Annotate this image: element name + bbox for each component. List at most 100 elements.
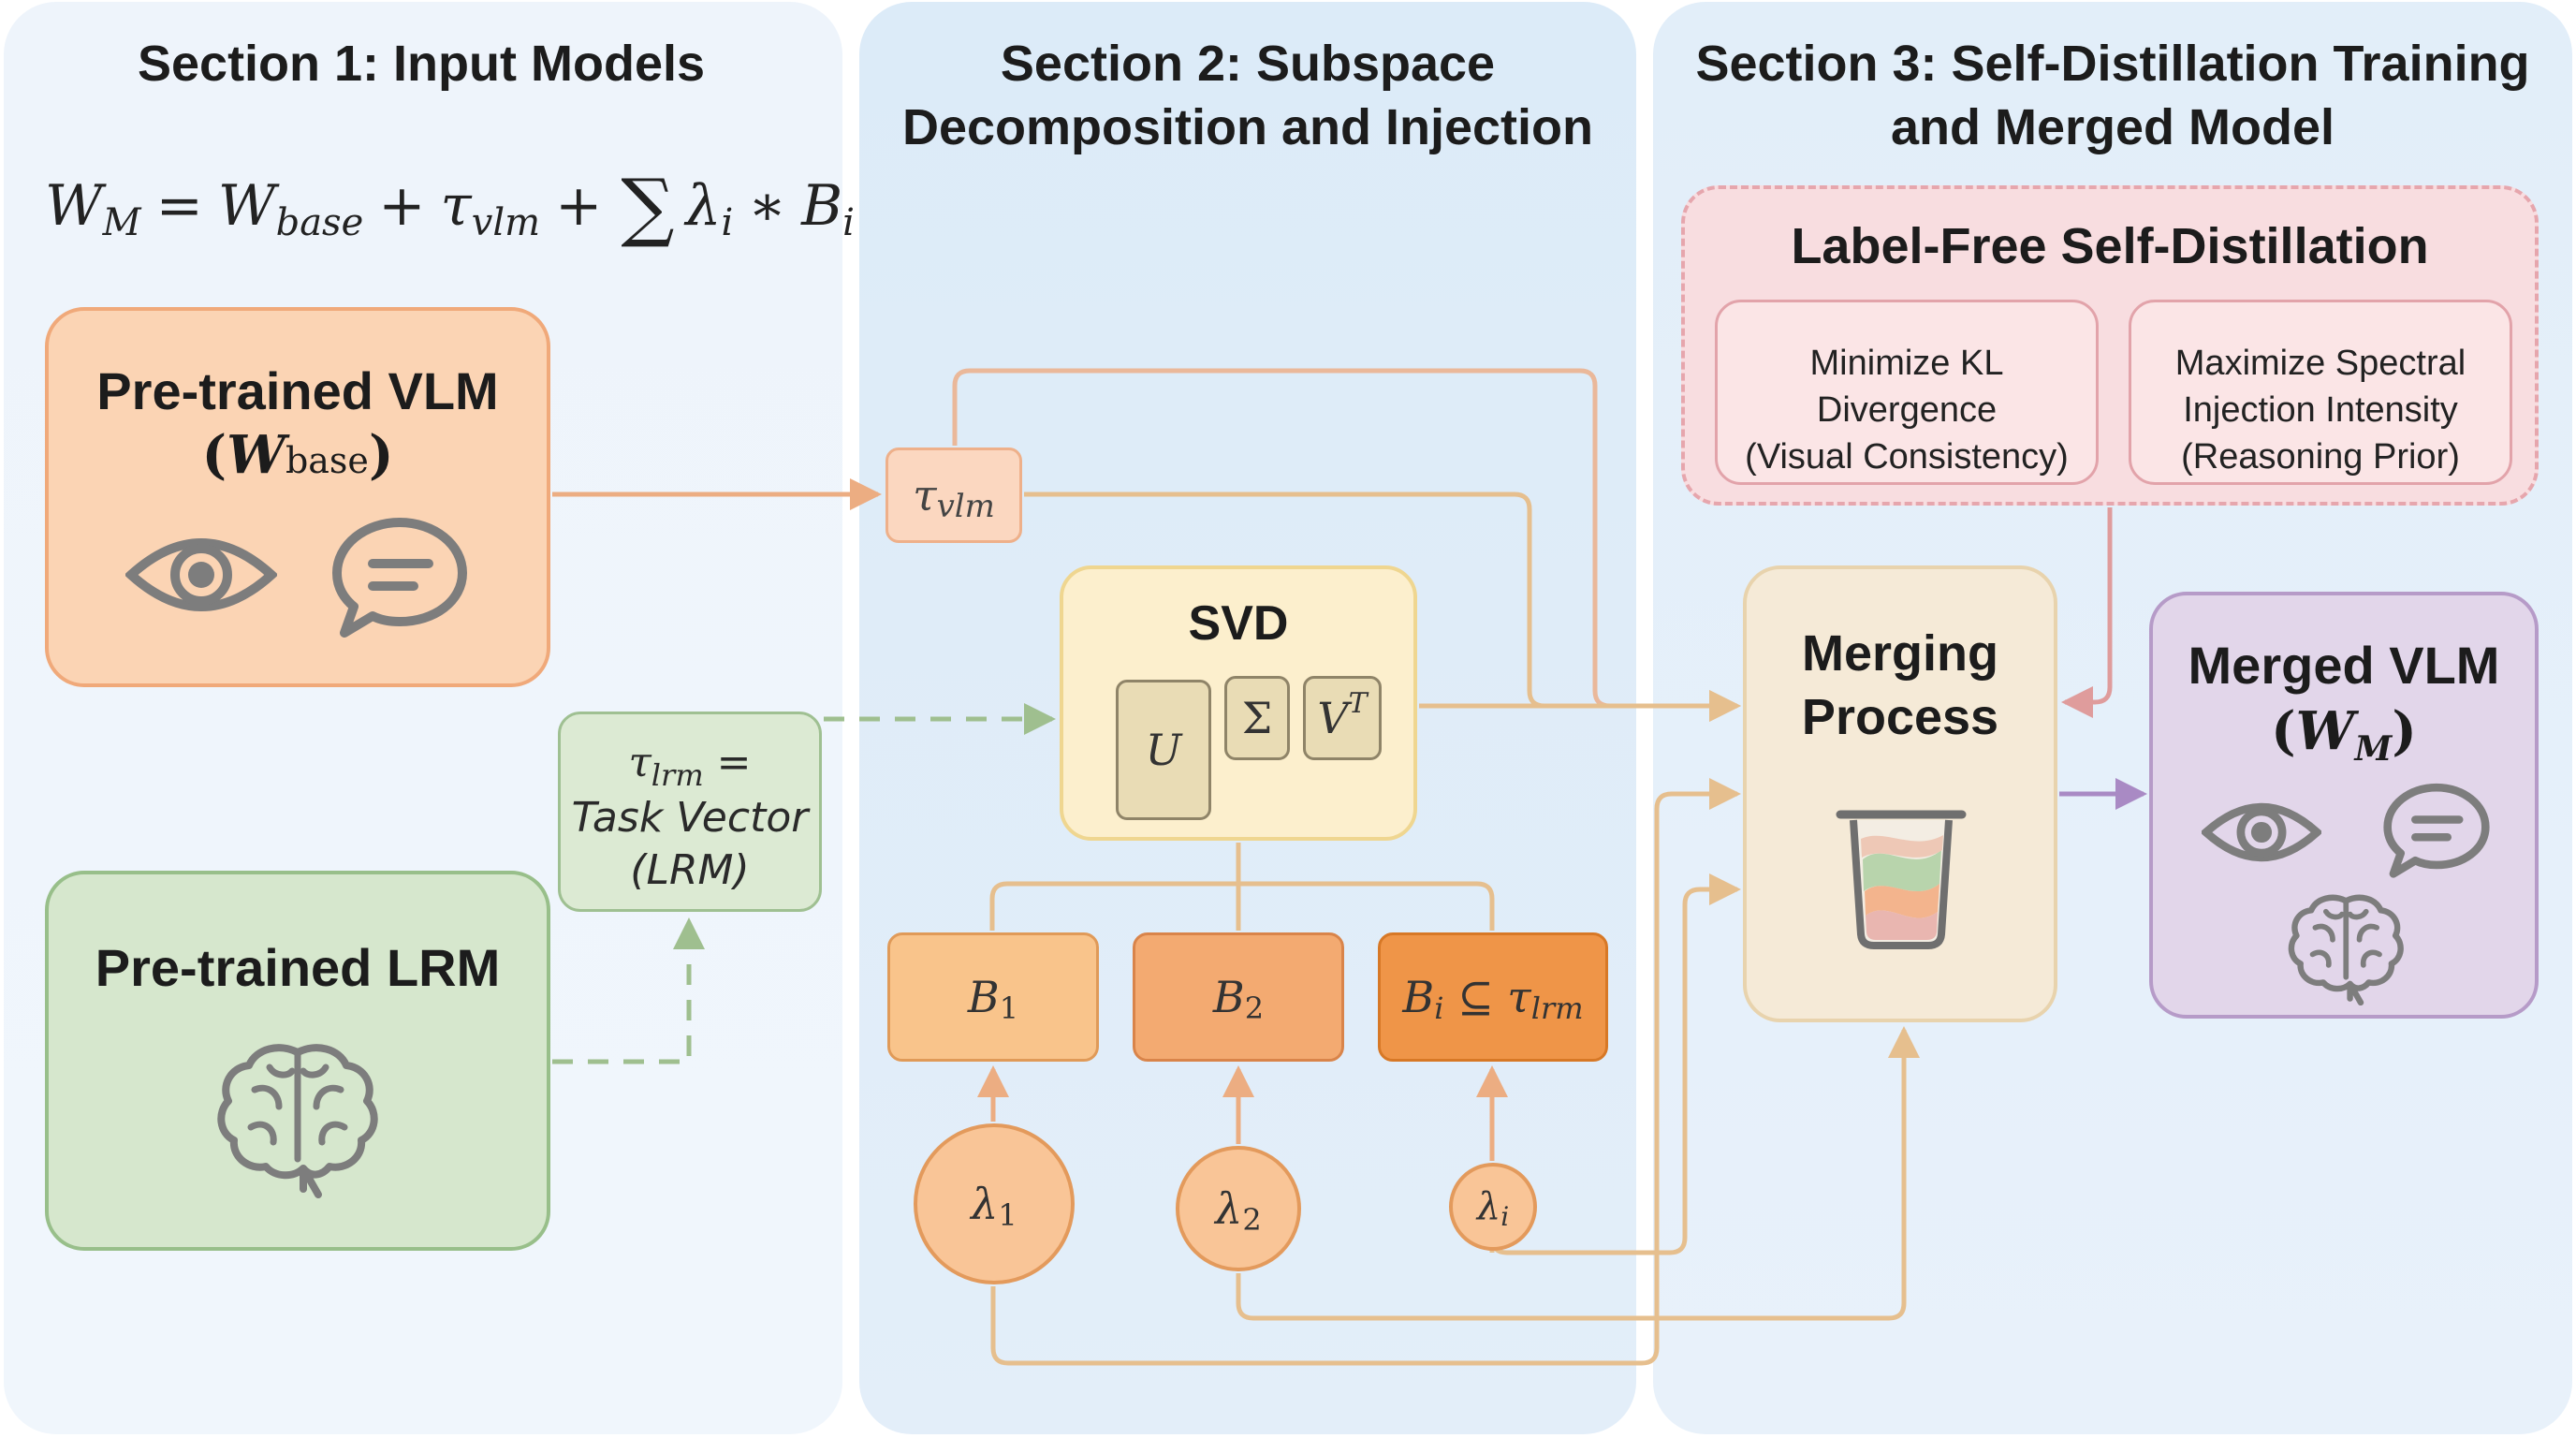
formula-plus-1: + (378, 173, 426, 239)
pretrained-vlm-box: Pre-trained VLM (Wbase) (45, 307, 550, 687)
formula-wbase-sub: base (275, 201, 364, 244)
section-1-title: Section 1: Input Models (137, 36, 706, 92)
speech-bubble-icon (2383, 783, 2490, 878)
vlm-param-close: ) (368, 424, 394, 486)
section-2-title: Section 2: Subspace Decomposition and In… (859, 32, 1636, 159)
spectral-line-3: (Reasoning Prior) (2181, 437, 2460, 477)
kl-line-2: Divergence (1816, 390, 1998, 430)
svd-sigma-matrix: Σ (1224, 676, 1290, 760)
pretrained-lrm-box: Pre-trained LRM (45, 871, 550, 1251)
formula-w-sub: M (102, 201, 141, 244)
arrow-distill-to-merging (2061, 507, 2113, 718)
spectral-line-1: Maximize Spectral (2174, 344, 2466, 383)
tau-lrm-node: τlrm = Task Vector (LRM) (558, 712, 822, 912)
vlm-param-w: W (227, 424, 285, 486)
merged-param-sub: M (2354, 729, 2393, 769)
formula-star: ∗ (748, 173, 787, 239)
b2-symbol: B (1212, 972, 1245, 1022)
merged-param-close: ) (2392, 700, 2417, 762)
tau-lrm-equals: = (703, 739, 752, 786)
formula-plus-2: + (555, 173, 603, 239)
brain-icon (2288, 894, 2404, 1005)
pretrained-lrm-title: Pre-trained LRM (95, 938, 501, 997)
lambda-2-sub: 2 (1242, 1202, 1262, 1238)
formula-b-sub: i (842, 201, 855, 244)
eye-icon (2202, 802, 2321, 862)
b2-sub: 2 (1244, 990, 1265, 1026)
lambda-i-sub: i (1500, 1200, 1510, 1232)
merged-vlm-title-block: Merged VLM (WM) (2153, 633, 2535, 770)
beaker-icon (1836, 810, 1967, 949)
b1-sub: 1 (999, 990, 1019, 1026)
formula-tau: τ (440, 173, 472, 239)
arrow-lrm-to-tau-lrm (552, 917, 705, 1064)
merged-param-open: ( (2271, 700, 2296, 762)
section-2-title-line-2: Decomposition and Injection (901, 99, 1594, 155)
section-3-title-line-1: Section 3: Self-Distillation Training (1695, 36, 2530, 92)
brain-icon (217, 1044, 378, 1198)
formula-sum: ∑ (621, 162, 675, 250)
merging-title-line-2: Process (1801, 689, 1999, 745)
section-3-title: Section 3: Self-Distillation Training an… (1653, 32, 2572, 159)
bi-relation: ⊆ τ (1443, 972, 1531, 1022)
tau-vlm-sub: vlm (936, 488, 995, 525)
svd-v: V (1317, 693, 1349, 743)
merged-vlm-title: Merged VLM (2188, 636, 2500, 695)
self-distillation-title: Label-Free Self-Distillation (1791, 218, 2429, 274)
b1-symbol: B (967, 972, 1000, 1022)
lambda-2-symbol: λ (1215, 1183, 1243, 1234)
bi-sub: i (1434, 990, 1444, 1026)
tau-lrm-line-1: τlrm = (561, 737, 819, 793)
eye-icon (125, 538, 277, 611)
arrow-tau-vlm-to-merging-top (952, 368, 1741, 722)
formula-tau-sub: vlm (471, 201, 541, 244)
formula-w: W (45, 173, 103, 239)
merged-vlm-param: (WM) (2153, 698, 2535, 770)
merged-param-w: W (2295, 700, 2355, 762)
pretrained-vlm-param: (Wbase) (49, 425, 547, 491)
kl-divergence-box: Minimize KL Divergence (Visual Consisten… (1715, 300, 2099, 485)
merging-title-line-1: Merging (1802, 625, 1998, 682)
vlm-param-open: ( (201, 424, 227, 486)
speech-bubble-icon (332, 518, 467, 638)
formula-b: B (801, 173, 843, 239)
svd-v-sup: T (1348, 686, 1368, 720)
section-2-title-line-1: Section 2: Subspace (1000, 36, 1496, 92)
section-3-title-line-2: and Merged Model (1890, 99, 2335, 155)
spectral-line-2: Injection Intensity (2183, 390, 2458, 430)
kl-line-1: Minimize KL (1809, 344, 2004, 383)
self-distillation-box: Label-Free Self-Distillation Minimize KL… (1681, 185, 2539, 506)
svd-to-b-tree (989, 843, 1495, 931)
pretrained-vlm-title: Pre-trained VLM (96, 361, 499, 420)
tau-lrm-sub: lrm (651, 757, 704, 793)
tau-vlm-symbol: τ (913, 470, 937, 521)
formula-lambda-sub: i (721, 201, 734, 244)
lambda-1-sub: 1 (998, 1197, 1017, 1233)
merging-process-box: Merging Process (1743, 565, 2057, 1022)
bi-symbol: B (1402, 972, 1435, 1022)
arrow-lam2-to-merging (1236, 1026, 1920, 1321)
kl-line-3: (Visual Consistency) (1745, 437, 2069, 477)
lambda-1-symbol: λ (971, 1179, 999, 1229)
merged-vlm-box: Merged VLM (WM) (2149, 592, 2539, 1019)
arrow-lam1-to-merging (990, 778, 1741, 1366)
lambda-i-symbol: λ (1476, 1185, 1501, 1228)
vlm-param-sub: base (285, 440, 369, 481)
formula-lambda: λ (685, 173, 722, 239)
tau-lrm-line-3: (LRM) (630, 846, 750, 894)
formula-equals: = (155, 173, 203, 239)
formula-wbase: W (217, 173, 276, 239)
spectral-injection-box: Maximize Spectral Injection Intensity (R… (2129, 300, 2512, 485)
merging-process-title: Merging Process (1747, 622, 2054, 749)
bi-relation-sub: lrm (1530, 990, 1584, 1026)
